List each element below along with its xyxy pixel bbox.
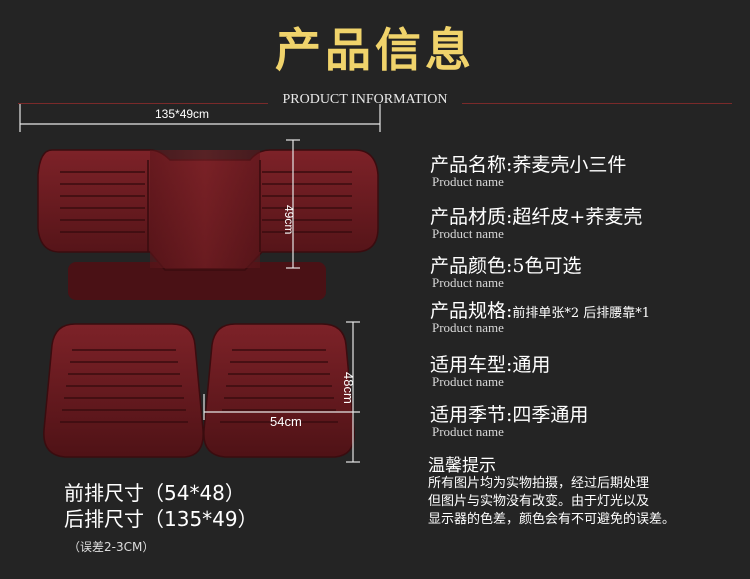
spec-row: 适用车型:通用 Product name xyxy=(430,350,550,390)
notice-line: 但图片与实物没有改变。由于灯光以及 xyxy=(428,494,650,509)
spec-en: Product name xyxy=(432,374,504,389)
notice-title: 温馨提示 xyxy=(428,456,496,476)
spec-label: 产品颜色: xyxy=(430,255,513,277)
rear-width-label: 135*49cm xyxy=(155,107,210,121)
page-subtitle: PRODUCT INFORMATION xyxy=(282,92,448,107)
subtitle-divider-left xyxy=(18,103,268,104)
spec-value: 四季通用 xyxy=(512,404,589,426)
notice-line: 所有图片均为实物拍摄，经过后期处理 xyxy=(428,476,650,491)
spec-label: 产品名称: xyxy=(430,154,513,176)
front-height-label: 48cm xyxy=(341,372,356,404)
spec-en: Product name xyxy=(432,275,504,290)
size-summary: 前排尺寸（54*48） 后排尺寸（135*49） xyxy=(64,480,258,532)
front-cushion-right xyxy=(203,323,355,458)
spec-en: Product name xyxy=(432,320,504,335)
spec-value: 超纤皮+荞麦壳 xyxy=(512,206,643,228)
spec-row: 产品颜色:5色可选 Product name xyxy=(430,251,582,291)
subtitle-divider-right xyxy=(462,103,732,104)
spec-en: Product name xyxy=(432,424,504,439)
notice-line: 显示器的色差，颜色会有不可避免的误差。 xyxy=(428,512,676,527)
page-title: 产品信息 xyxy=(275,23,475,77)
spec-row: 产品材质:超纤皮+荞麦壳 Product name xyxy=(430,202,642,242)
spec-row: 产品规格:前排单张*2 后排腰靠*1 Product name xyxy=(430,296,650,336)
front-width-label: 54cm xyxy=(270,414,302,429)
spec-value: 荞麦壳小三件 xyxy=(512,154,627,176)
measurement-lines xyxy=(19,104,381,463)
front-cushion-left xyxy=(43,323,204,458)
rear-height-label: 49cm xyxy=(282,205,296,235)
spec-value: 通用 xyxy=(512,354,551,376)
rear-cushion xyxy=(37,149,379,300)
spec-row: 适用季节:四季通用 Product name xyxy=(430,400,588,440)
error-note: （误差2-3CM） xyxy=(68,540,155,554)
spec-label: 产品材质: xyxy=(430,206,513,228)
spec-value: 前排单张*2 后排腰靠*1 xyxy=(512,306,651,321)
front-size: 前排尺寸（54*48） xyxy=(64,481,245,505)
rear-cushion-stitching xyxy=(60,160,352,252)
rear-size: 后排尺寸（135*49） xyxy=(64,507,258,531)
spec-value: 5色可选 xyxy=(512,255,582,277)
spec-label: 适用季节: xyxy=(430,404,513,426)
notice-text: 所有图片均为实物拍摄，经过后期处理 但图片与实物没有改变。由于灯光以及 显示器的… xyxy=(428,475,738,529)
spec-en: Product name xyxy=(432,226,504,241)
spec-label: 适用车型: xyxy=(430,354,513,376)
spec-row: 产品名称:荞麦壳小三件 Product name xyxy=(430,150,626,190)
subtitle-bar: PRODUCT INFORMATION xyxy=(0,92,750,112)
spec-en: Product name xyxy=(432,174,504,189)
spec-label: 产品规格: xyxy=(430,300,513,322)
